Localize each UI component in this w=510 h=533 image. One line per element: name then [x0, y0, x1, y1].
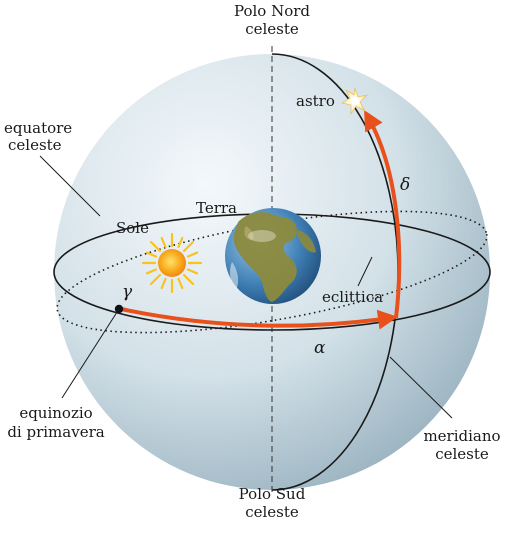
delta-label: δ — [400, 175, 410, 195]
equator-leader-line — [39, 155, 101, 217]
right-ascension-arrow — [120, 307, 398, 330]
meridian-leader-line — [389, 356, 453, 419]
meridian-label: meridiano — [423, 427, 500, 445]
star-label: astro — [296, 92, 335, 110]
star-icon — [341, 87, 368, 116]
earth-label: Terra — [196, 199, 237, 217]
ecliptic-leader-line — [357, 256, 373, 287]
south-pole-label-2: celeste — [245, 503, 299, 521]
north-pole-label: Polo Nord — [234, 2, 310, 20]
equinox-label-2: di primavera — [7, 423, 104, 441]
equator-label-2: celeste — [8, 136, 62, 154]
north-pole-label-2: celeste — [245, 20, 299, 38]
meridian-label-2: celeste — [435, 445, 489, 463]
equator-label: equatore — [4, 119, 72, 137]
equinox-label: equinozio — [19, 404, 92, 422]
ecliptic-circle — [56, 210, 488, 334]
gamma-label: γ — [122, 282, 133, 302]
ecliptic-label: eclittica — [322, 288, 383, 306]
declination-arrow — [364, 110, 402, 319]
south-pole-label: Polo Sud — [239, 485, 306, 503]
equinox-leader-line — [61, 308, 120, 399]
sun-icon — [141, 232, 203, 294]
sun-label: Sole — [116, 219, 149, 237]
earth-icon — [225, 208, 321, 304]
alpha-label: α — [314, 338, 326, 358]
